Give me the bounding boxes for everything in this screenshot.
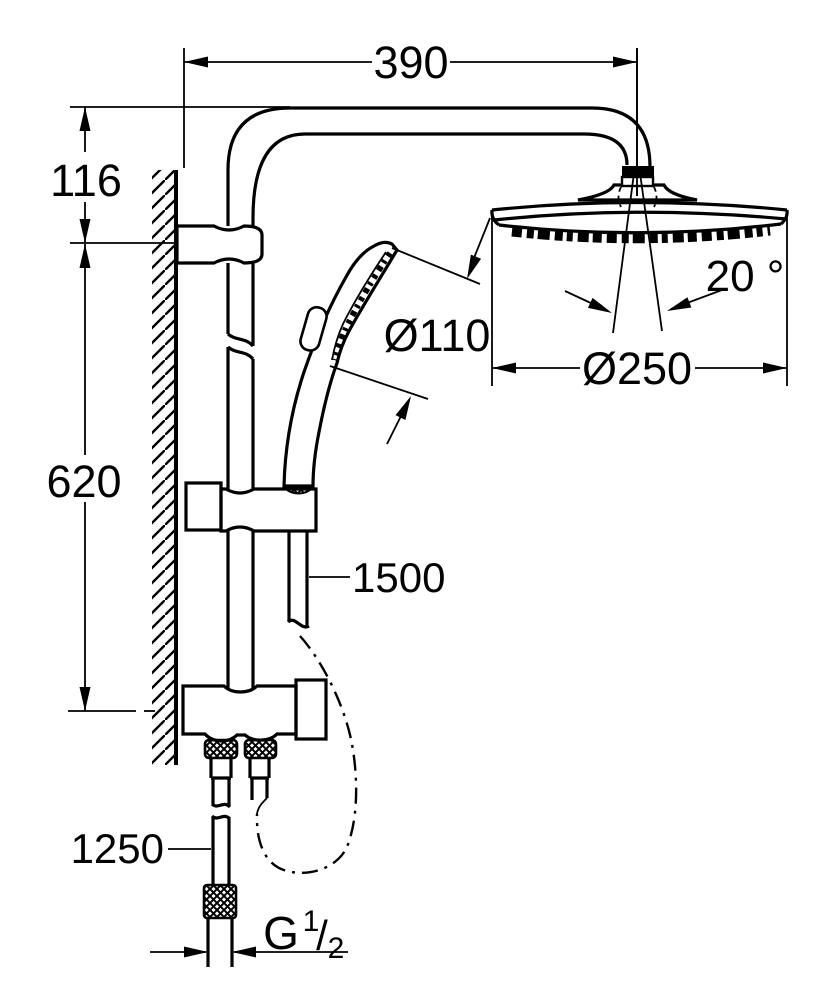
dim-1250-label: 1250 <box>71 825 164 872</box>
arrow-lower <box>395 396 411 420</box>
dimension-hose-length: 1500 <box>309 554 445 601</box>
hand-shower-body <box>282 240 399 488</box>
hand-shower <box>282 240 399 495</box>
thread-fitting <box>202 883 238 920</box>
dimension-head-angle: 20 ° <box>564 252 785 313</box>
pipe-break-lower <box>226 345 255 361</box>
hose-break <box>286 618 310 629</box>
dim-1500-label: 1500 <box>352 554 445 601</box>
supply-break-upper <box>210 802 232 809</box>
dim-20deg-label: 20 ° <box>706 252 785 301</box>
thread-denominator: 2 <box>328 932 345 965</box>
arrow-to-right <box>184 946 208 958</box>
angle-line-right <box>639 172 663 332</box>
outlet-nut-left <box>203 738 239 760</box>
mixer-valve <box>181 678 328 815</box>
outlet-nut-right <box>243 738 278 760</box>
dimension-thread-size: G 1 / 2 <box>150 905 348 965</box>
hose-loop-dashdot <box>255 635 358 875</box>
dim-390-label: 390 <box>373 37 448 88</box>
wall-hatching <box>152 170 176 765</box>
head-shower <box>490 166 789 334</box>
arrow-angle-right <box>667 297 692 311</box>
thread-g: G <box>263 907 299 959</box>
dim-110-label: Ø110 <box>384 310 491 361</box>
slider-body <box>219 487 318 533</box>
hose-taper <box>256 797 268 815</box>
dim-620-label: 620 <box>46 456 121 507</box>
shower-rail-pipe <box>226 263 255 688</box>
pipe-break-upper <box>226 332 255 348</box>
supply-break-lower <box>210 814 232 821</box>
arrow-up <box>79 244 91 268</box>
dimension-top-offset: 116 <box>50 106 290 244</box>
dim-116-label: 116 <box>50 155 122 206</box>
dimension-supply-hose-length: 1250 <box>71 825 211 872</box>
arrow-up <box>79 107 91 131</box>
head-spray-nozzles <box>511 224 771 244</box>
head-joint-nut <box>622 166 654 177</box>
wall <box>152 170 178 765</box>
dimension-hand-shower-diameter: Ø110 <box>329 217 491 445</box>
head-disc-rim <box>493 210 787 222</box>
arrow-left <box>184 56 208 68</box>
shower-arm <box>226 106 652 226</box>
arrow-right <box>613 56 637 68</box>
supply-hose <box>202 778 238 967</box>
valve-knob <box>294 678 328 741</box>
head-disc-right-edge <box>779 209 789 226</box>
dimension-rail-height: 620 <box>46 244 155 712</box>
angle-line-left <box>612 172 635 334</box>
hand-shower-face-rim <box>331 251 387 361</box>
dim-250-label: Ø250 <box>582 343 692 394</box>
rail-wall-bracket <box>175 224 264 265</box>
arrow-to-left <box>232 946 256 958</box>
valve-body <box>181 684 298 743</box>
thread-slash: / <box>316 912 328 959</box>
head-flange <box>577 183 698 202</box>
slider-bracket <box>184 481 318 533</box>
arrow-angle-left <box>587 297 612 313</box>
shower-hose <box>255 531 358 875</box>
arrow-right <box>763 362 787 374</box>
thread-numerator: 1 <box>303 905 320 938</box>
head-disc-left-edge <box>490 209 501 227</box>
arrow-down <box>79 219 91 243</box>
dimension-head-diameter: Ø250 <box>491 216 788 394</box>
arrow-upper <box>467 254 482 279</box>
ball-joint-hidden-left <box>617 186 622 208</box>
ball-joint-hidden-right <box>653 186 658 208</box>
arrow-down <box>79 687 91 711</box>
head-disc-top <box>491 200 788 212</box>
slider-knob <box>184 481 223 532</box>
arrow-left <box>492 362 516 374</box>
hand-shower-button <box>299 305 328 352</box>
